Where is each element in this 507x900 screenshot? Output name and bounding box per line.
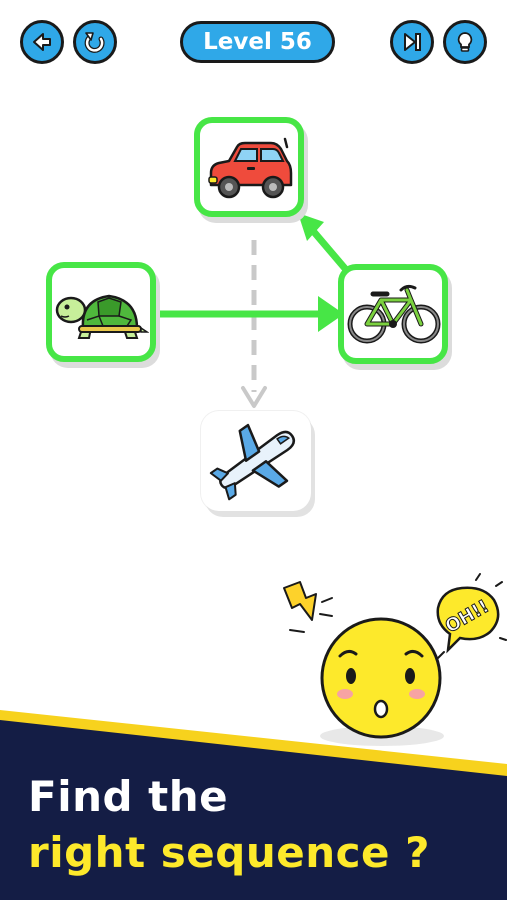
surprised-face-icon: [320, 617, 442, 739]
bicycle-icon: [347, 284, 441, 344]
hint-arrowhead: [241, 386, 267, 408]
level-indicator: Level 56: [180, 21, 335, 63]
bottom-banner: [0, 700, 507, 900]
skip-level-button[interactable]: [390, 20, 434, 64]
hint-lightbulb-icon: [457, 32, 473, 52]
banner-title-line1: Find the: [28, 772, 229, 821]
back-button[interactable]: [20, 20, 64, 64]
tile-turtle[interactable]: [46, 262, 156, 362]
character-area: OH!!: [283, 573, 507, 746]
arrow-bicycle-to-car: [310, 228, 352, 276]
restart-button[interactable]: [73, 20, 117, 64]
lightning-bolt-icon: [283, 581, 317, 621]
banner-background: [0, 710, 507, 900]
turtle-icon: [55, 294, 149, 339]
hint-button[interactable]: [443, 20, 487, 64]
car-icon: [208, 137, 293, 199]
tile-bicycle[interactable]: [338, 264, 448, 364]
airplane-icon: [209, 423, 296, 501]
oh-speech-bubble: [436, 586, 500, 654]
tile-car[interactable]: [194, 117, 304, 217]
arrow-head-car: [298, 213, 324, 241]
tile-airplane[interactable]: [201, 411, 311, 511]
top-bar: Level 56: [0, 0, 507, 90]
back-arrow-icon: [33, 33, 51, 51]
banner-title-line2: right sequence ?: [28, 828, 430, 877]
restart-icon: [84, 32, 105, 53]
skip-icon: [404, 33, 421, 51]
